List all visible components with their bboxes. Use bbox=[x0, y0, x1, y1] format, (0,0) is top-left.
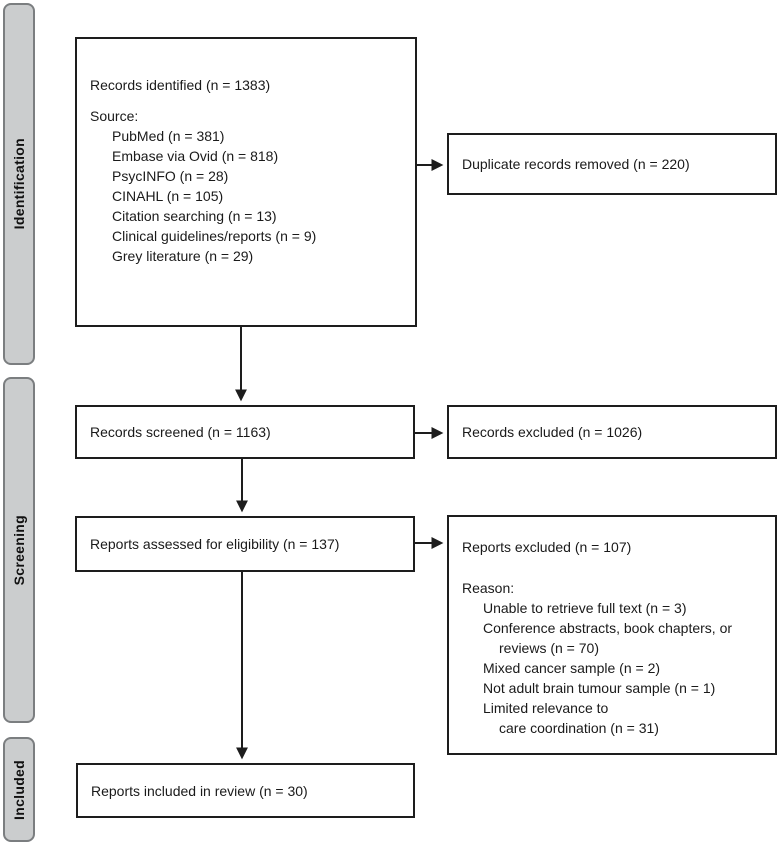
reason-item: Conference abstracts, book chapters, or bbox=[483, 620, 733, 636]
reason-label: Reason: bbox=[462, 580, 515, 596]
stage-label-text: Identification bbox=[11, 138, 27, 230]
box-records-identified: Records identified (n = 1383) Source: Pu… bbox=[75, 37, 417, 327]
reason-item: Unable to retrieve full text (n = 3) bbox=[483, 600, 687, 616]
box-reports-excluded: Reports excluded (n = 107) Reason: Unabl… bbox=[447, 515, 777, 755]
box-title: Reports included in review (n = 30) bbox=[91, 782, 308, 799]
stage-label-text: Screening bbox=[11, 514, 27, 586]
source-item: Citation searching (n = 13) bbox=[112, 208, 277, 224]
box-title: Reports assessed for eligibility (n = 13… bbox=[90, 536, 340, 552]
stage-label-screening: Screening bbox=[3, 377, 35, 723]
reason-item: Not adult brain tumour sample (n = 1) bbox=[483, 680, 716, 696]
box-records-excluded: Records excluded (n = 1026) bbox=[447, 405, 777, 459]
source-item: CINAHL (n = 105) bbox=[112, 188, 224, 204]
source-item: Grey literature (n = 29) bbox=[112, 248, 254, 264]
box-title: Records screened (n = 1163) bbox=[90, 424, 271, 440]
box-title: Records excluded (n = 1026) bbox=[462, 424, 643, 440]
source-label: Source: bbox=[90, 108, 139, 124]
box-records-screened: Records screened (n = 1163) bbox=[75, 405, 415, 459]
source-item: PsycINFO (n = 28) bbox=[112, 168, 229, 184]
reason-item-continuation: care coordination (n = 31) bbox=[499, 720, 659, 736]
reason-item: Limited relevance to bbox=[483, 700, 609, 716]
box-title: Reports excluded (n = 107) bbox=[462, 539, 632, 555]
reason-item-continuation: reviews (n = 70) bbox=[499, 640, 599, 656]
box-duplicates-removed: Duplicate records removed (n = 220) bbox=[447, 133, 777, 195]
source-list: PubMed (n = 381) Embase via Ovid (n = 81… bbox=[112, 126, 407, 266]
box-title: Duplicate records removed (n = 220) bbox=[462, 156, 690, 172]
stage-label-identification: Identification bbox=[3, 3, 35, 365]
reason-item: Mixed cancer sample (n = 2) bbox=[483, 660, 661, 676]
source-item: Clinical guidelines/reports (n = 9) bbox=[112, 228, 317, 244]
stage-label-included: Included bbox=[3, 737, 35, 842]
box-reports-assessed: Reports assessed for eligibility (n = 13… bbox=[75, 516, 415, 572]
source-item: PubMed (n = 381) bbox=[112, 128, 225, 144]
source-item: Embase via Ovid (n = 818) bbox=[112, 148, 279, 164]
reason-list: Unable to retrieve full text (n = 3) Con… bbox=[483, 598, 767, 738]
box-reports-included: Reports included in review (n = 30) bbox=[76, 763, 415, 818]
stage-label-text: Included bbox=[11, 759, 27, 820]
box-title: Records identified (n = 1383) bbox=[90, 77, 271, 93]
